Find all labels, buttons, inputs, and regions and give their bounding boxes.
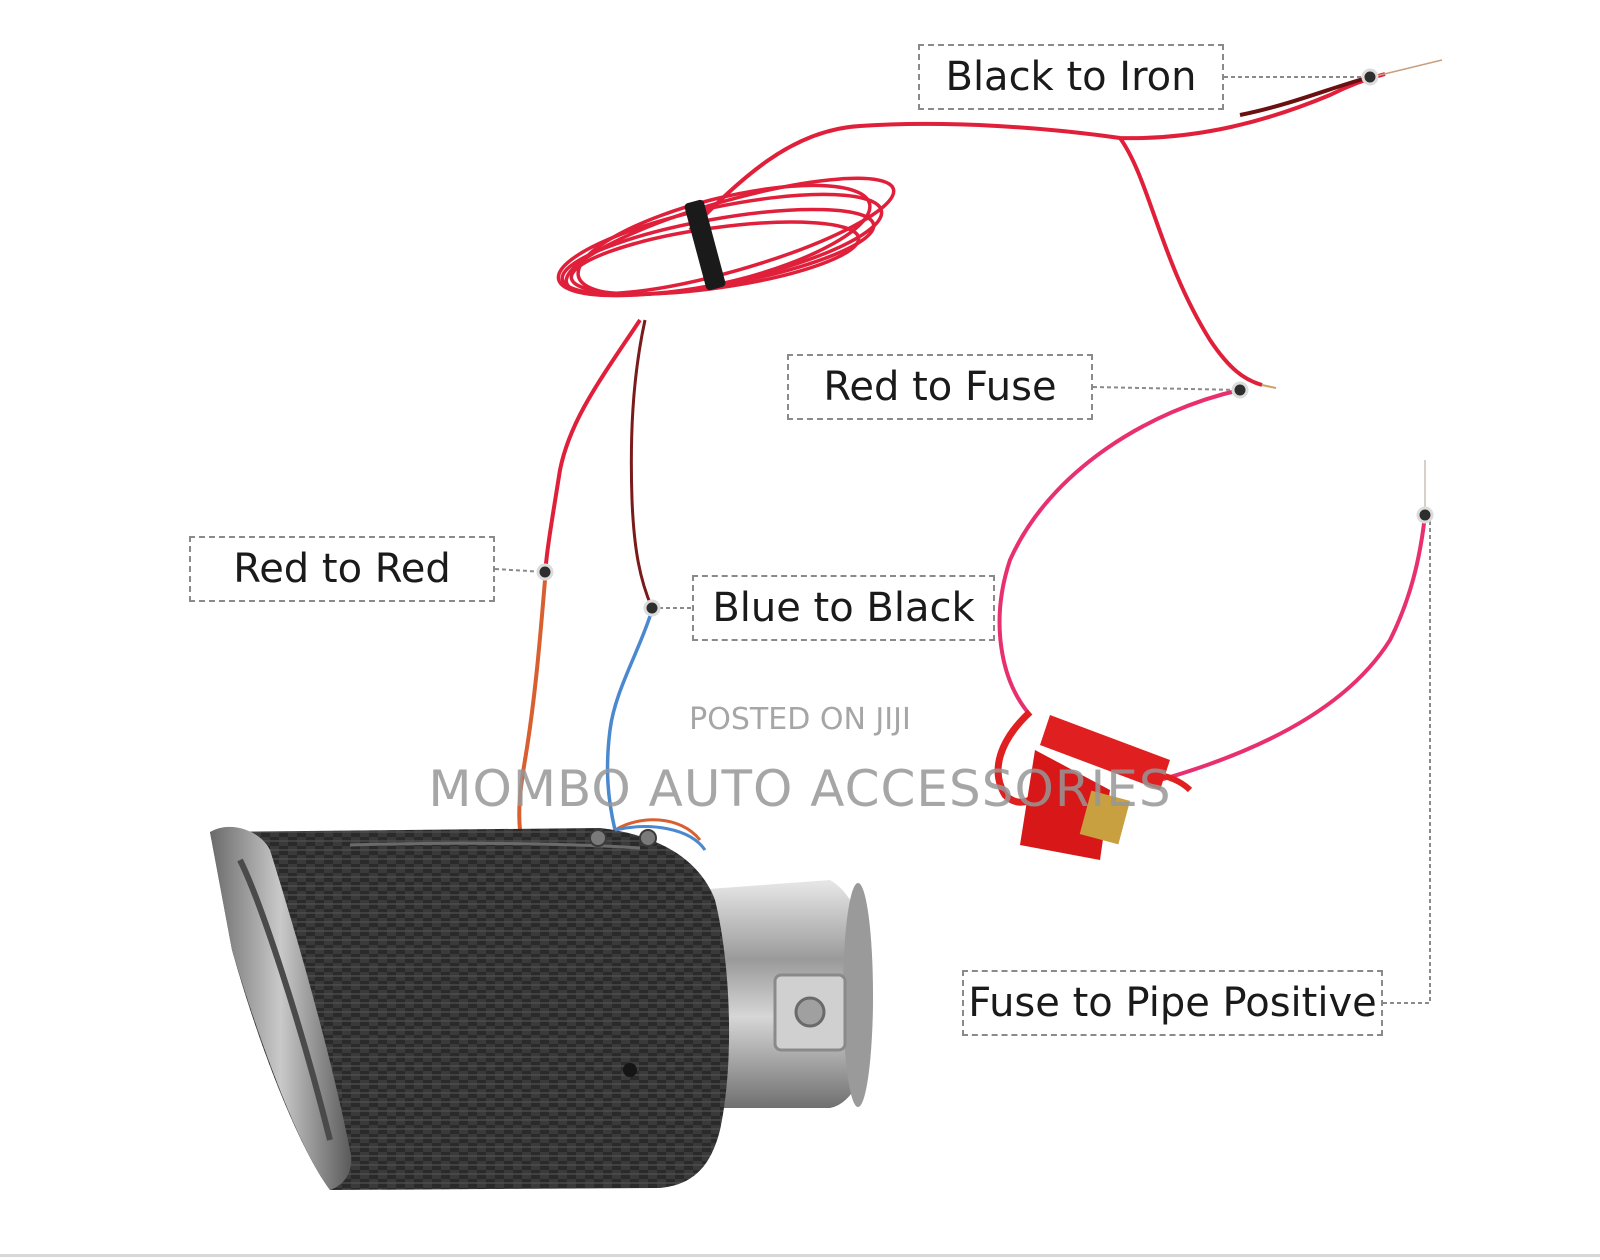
- inline-fuse-holder-icon: [994, 709, 1193, 860]
- label-blue-to-black: Blue to Black: [692, 575, 995, 641]
- label-red-to-fuse: Red to Fuse: [787, 354, 1093, 420]
- coiled-wire: [556, 176, 896, 298]
- red-wire-main: [688, 72, 1386, 232]
- pink-wire-to-fuse: [997, 388, 1241, 717]
- exhaust-tip-icon: [210, 818, 874, 1190]
- label-fuse-to-pipe-positive: Fuse to Pipe Positive: [962, 970, 1383, 1036]
- cable-tie-icon: [684, 199, 726, 291]
- label-red-to-red: Red to Red: [189, 536, 495, 602]
- pink-wire-to-pipe: [1159, 514, 1427, 782]
- junction-dots: [536, 68, 1434, 617]
- black-wire-end: [1239, 75, 1371, 117]
- wire-tip-fuse: [1261, 384, 1277, 389]
- red-wire-down: [543, 318, 642, 581]
- dot-blue-to-black: [643, 599, 661, 617]
- blue-wire-down: [605, 609, 654, 831]
- dark-wire-down: [629, 319, 654, 609]
- dot-black-to-iron: [1361, 68, 1379, 86]
- red-wire-fuse-branch: [1118, 136, 1263, 387]
- dot-pipe-positive: [1416, 506, 1434, 524]
- dot-red-to-red: [536, 563, 554, 581]
- watermark-posted-on: POSTED ON JIJI: [689, 702, 911, 737]
- watermark-brand: MOMBO AUTO ACCESSORIES: [428, 760, 1172, 818]
- dot-red-to-fuse: [1231, 381, 1249, 399]
- label-black-to-iron: Black to Iron: [918, 44, 1224, 110]
- orange-wire-down: [517, 579, 547, 831]
- leader-lines: [494, 76, 1431, 1004]
- wire-tip-iron: [1371, 59, 1443, 78]
- bottom-divider: [0, 1254, 1600, 1257]
